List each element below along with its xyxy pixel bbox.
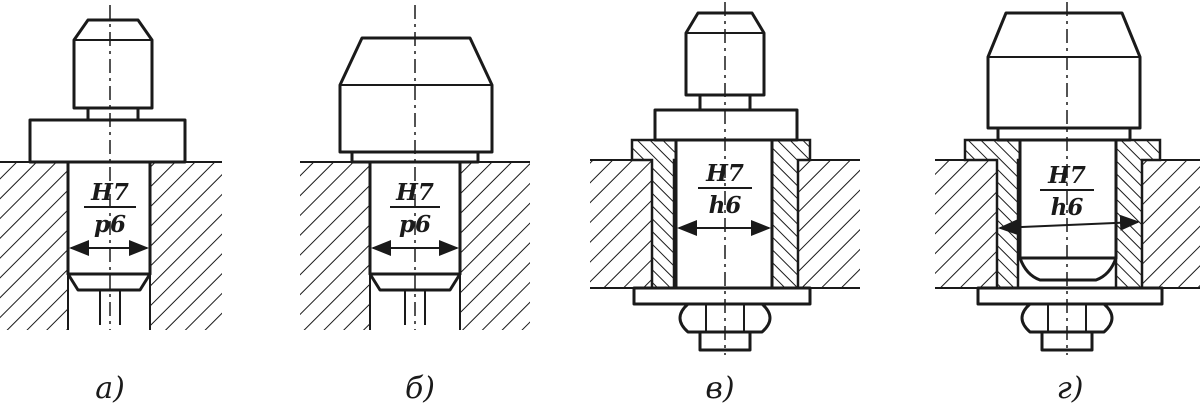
pin-head — [72, 18, 154, 110]
pin-chamfer — [66, 272, 152, 292]
fit-shaft-label: p6 — [399, 211, 431, 238]
base-right-hatched — [798, 159, 860, 289]
pin-head — [338, 36, 494, 154]
pin-neck — [996, 126, 1132, 142]
base-left-hatched — [590, 159, 652, 289]
figure-d: H7 h6 г) — [935, 2, 1200, 406]
base-left-hatched — [935, 159, 997, 289]
pin-head — [684, 11, 766, 97]
base-right-hatched — [149, 161, 222, 330]
fit-hole-label: H7 — [90, 179, 129, 206]
figure-b: H7 p6 б) — [300, 5, 530, 406]
figure-a: H7 p6 а) — [0, 5, 222, 406]
fit-shaft-label: h6 — [709, 192, 742, 219]
flange — [28, 118, 187, 164]
washer — [632, 286, 812, 306]
base-left-hatched — [0, 161, 69, 330]
fit-shaft-label: p6 — [94, 211, 126, 238]
pin-head — [986, 11, 1142, 130]
dimension-arrow — [998, 214, 1140, 236]
flange — [653, 108, 799, 142]
figure-caption: в) — [705, 371, 734, 406]
fit-hole-label: H7 — [395, 179, 434, 206]
pin-shank — [1018, 138, 1118, 260]
pin-neck — [86, 106, 140, 122]
fit-hole-label: H7 — [1047, 162, 1086, 189]
washer — [976, 286, 1164, 306]
base-right-hatched — [1142, 159, 1200, 289]
fit-hole-label: H7 — [705, 160, 744, 187]
figure-c: H7 h6 в) — [590, 2, 860, 406]
figure-caption: г) — [1057, 371, 1084, 406]
pin-shoulder — [1018, 256, 1118, 282]
base-right-hatched — [459, 161, 530, 330]
fit-shaft-label: h6 — [1051, 194, 1084, 221]
base-left-hatched — [300, 161, 371, 330]
figure-caption: а) — [95, 371, 125, 406]
figure-caption: б) — [405, 371, 435, 406]
pin-shank — [674, 138, 774, 290]
